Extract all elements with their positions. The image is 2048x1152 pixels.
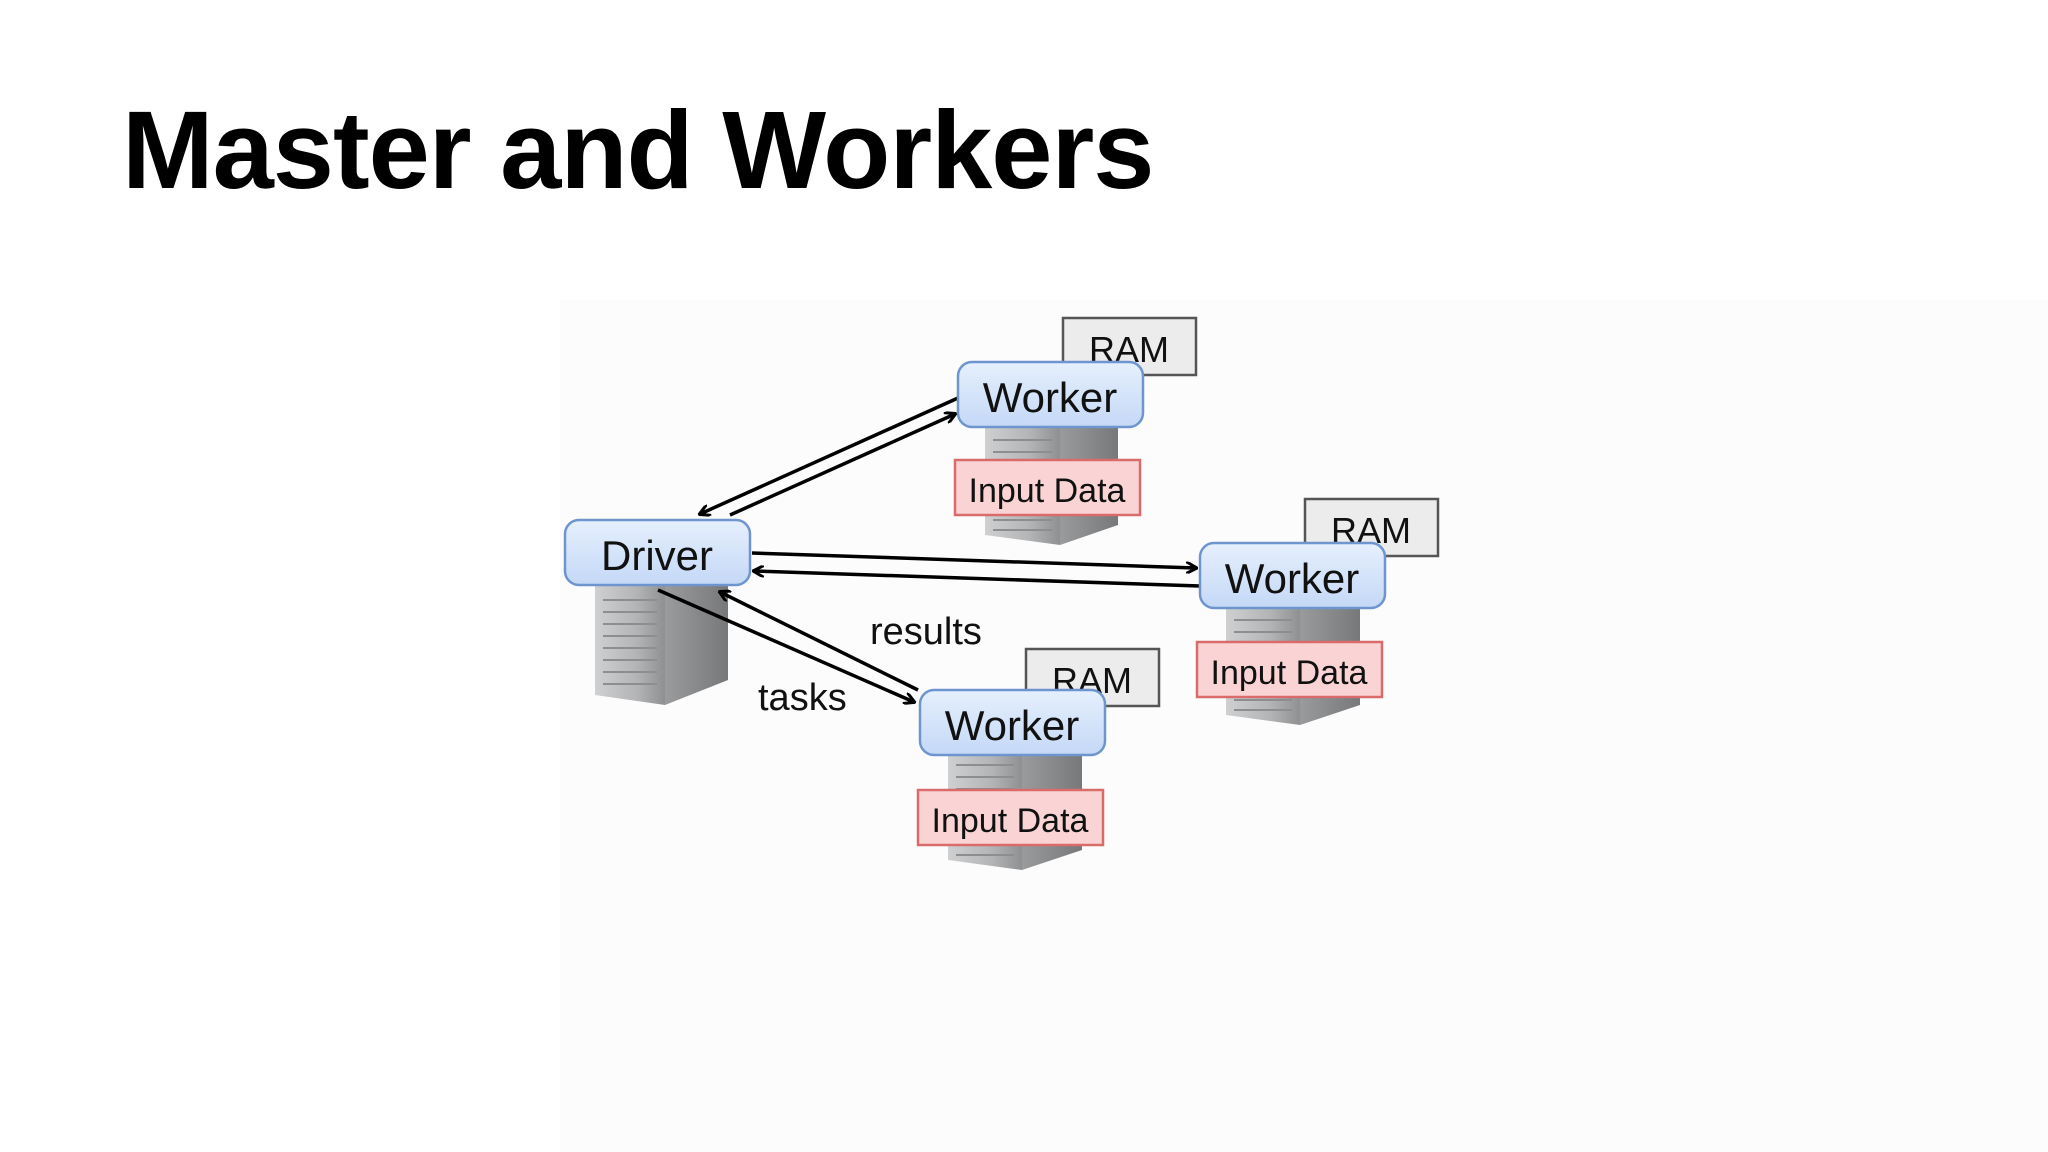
arrow-worker1-to-driver [700, 396, 959, 514]
worker-3-label: Worker [945, 702, 1080, 749]
worker-3: RAM Worker Input Data [916, 647, 1161, 847]
worker-1: RAM Worker Input Data [953, 316, 1198, 517]
results-label: results [870, 611, 982, 653]
worker-2-input-data-label: Input Data [1211, 654, 1368, 692]
worker-2: RAM Worker Input Data [1195, 497, 1440, 699]
arrow-worker3-to-driver [720, 592, 919, 692]
worker-2-input-data-box [1195, 640, 1384, 699]
worker-3-input-data-label: Input Data [932, 802, 1089, 840]
driver-node: Driver [563, 518, 752, 587]
arrow-driver-to-worker3 [657, 588, 914, 702]
slide-title: Master and Workers [122, 89, 1154, 212]
driver-server-icon [595, 560, 728, 705]
arrow-worker2-to-driver [754, 571, 1201, 588]
arrow-driver-to-worker1 [729, 414, 955, 517]
tasks-label: tasks [758, 677, 847, 719]
worker-1-node [956, 360, 1145, 429]
figure-background [560, 300, 2048, 1152]
worker-1-input-data-box [953, 458, 1142, 517]
worker-2-label: Worker [1225, 555, 1360, 602]
worker-1-label: Worker [983, 374, 1118, 421]
worker-2-node [1198, 541, 1387, 610]
worker-3-input-data-box [916, 788, 1105, 847]
worker-1-input-data-label: Input Data [969, 472, 1126, 510]
driver-label: Driver [601, 532, 713, 579]
arrow-driver-to-worker2 [751, 551, 1196, 568]
worker-3-node [918, 688, 1107, 757]
